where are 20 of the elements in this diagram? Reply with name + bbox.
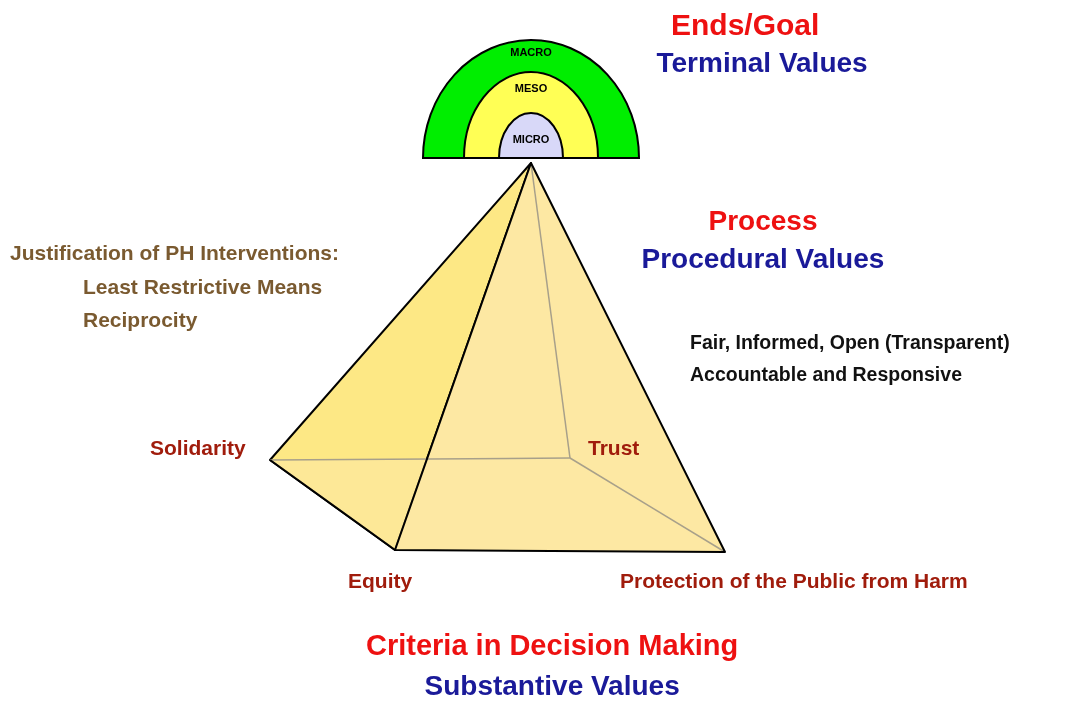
procedural-values-text: Accountable and Responsive	[690, 365, 962, 385]
justification-text: Justification of PH Interventions:	[10, 242, 340, 263]
meso-ring	[464, 72, 598, 158]
vertex-label: Trust	[588, 437, 640, 458]
justification-text: Least Restrictive Means	[83, 276, 323, 297]
level-label: MICRO	[511, 133, 551, 145]
vertex-label: Equity	[348, 570, 413, 591]
goal-heading: Ends/Goal	[671, 10, 820, 40]
vertex-label: Protection of the Public from Harm	[620, 570, 968, 591]
heading: Substantive Values	[424, 672, 680, 700]
heading: Procedural Values	[641, 245, 885, 273]
macro-ring	[423, 40, 639, 158]
heading: Terminal Values	[656, 49, 868, 77]
level-label: MACRO	[509, 46, 553, 58]
vertex-label: Solidarity	[150, 437, 246, 458]
process-heading: Process	[708, 207, 818, 235]
level-label: MESO	[513, 82, 549, 94]
procedural-values-text: Fair, Informed, Open (Transparent)	[690, 333, 1010, 353]
justification-text: Reciprocity	[83, 309, 198, 330]
criteria-heading: Criteria in Decision Making	[366, 631, 739, 660]
